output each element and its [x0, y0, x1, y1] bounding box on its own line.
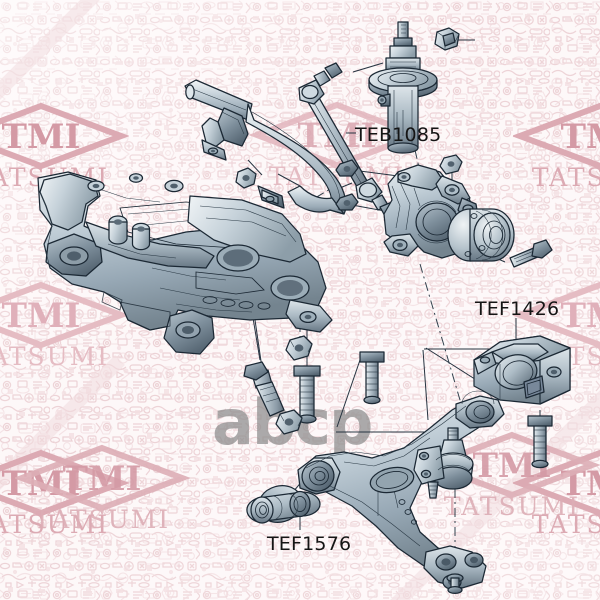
- hub-nut: [439, 154, 463, 175]
- control-arm-bolt-front: [359, 351, 385, 405]
- strut-top-nut: [434, 27, 460, 51]
- control-arm-nut: [275, 409, 303, 435]
- control-arm-bushing: [246, 485, 321, 524]
- stabilizer-bar-clamp: [201, 107, 249, 161]
- part-label-tef1426: TEF1426: [475, 298, 560, 320]
- ball-joint-washer: [446, 573, 464, 595]
- lower-control-arm: [297, 390, 505, 590]
- part-label-teb1085: TEB1085: [355, 124, 442, 146]
- subframe-bolt-left: [243, 361, 285, 417]
- part-label-tef1576: TEF1576: [267, 533, 352, 555]
- subframe-bolt-center: [293, 365, 321, 424]
- stabilizer-clamp-nut: [235, 167, 257, 189]
- wheel-hub-bearing: [439, 154, 553, 268]
- subframe-nut-upper: [285, 335, 313, 361]
- hub-bolt: [509, 239, 553, 268]
- knuckle-bolt-lower: [335, 193, 359, 211]
- front-subframe: [37, 171, 333, 355]
- stabilizer-bar-lower-bracket: [257, 185, 285, 209]
- bracket-bolt: [527, 415, 553, 469]
